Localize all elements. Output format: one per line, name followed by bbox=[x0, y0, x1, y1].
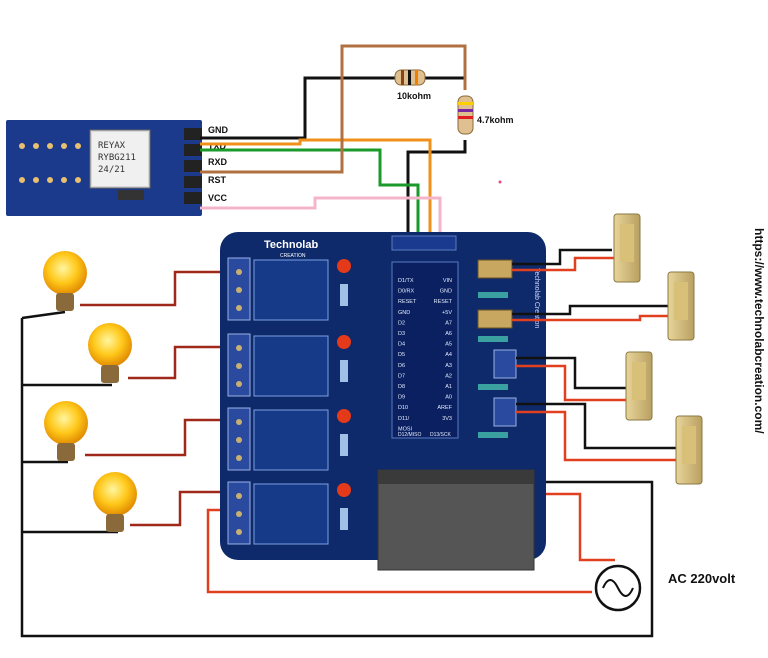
bulb-4 bbox=[93, 472, 137, 532]
zigbee-module: REYAX RYBG211 24/21 bbox=[6, 120, 202, 216]
board-logo-sub: CREATION bbox=[280, 253, 306, 259]
resistor-10k bbox=[394, 69, 426, 86]
module-chip-model: RYBG211 bbox=[98, 153, 136, 163]
pin-right-label: A3 bbox=[445, 363, 452, 369]
bulb-1 bbox=[43, 251, 87, 311]
pin-left-label: D3 bbox=[398, 331, 405, 337]
pin-right-label: RESET bbox=[434, 299, 453, 305]
pin-left-label: D0/RX bbox=[398, 289, 415, 295]
board-logo: Technolab bbox=[264, 239, 318, 251]
gnd-wire bbox=[200, 76, 467, 246]
pin-right-label: A2 bbox=[445, 373, 452, 379]
bulb-3 bbox=[44, 401, 88, 461]
ac-neutral-wires bbox=[20, 310, 654, 638]
resistor-10k-label: 10kohm bbox=[397, 91, 431, 101]
switch-2 bbox=[667, 271, 695, 341]
website-url: https://www.technolabcreation.com/ bbox=[752, 228, 766, 434]
pin-left-label: D11/ bbox=[398, 416, 410, 422]
relay-to-bulb-wires bbox=[80, 270, 228, 527]
pin-left-label: D4 bbox=[398, 342, 405, 348]
pin-left-label: D1/TX bbox=[398, 278, 414, 284]
pin-left-label: GND bbox=[398, 310, 410, 316]
board-side-text: Technolab Creation bbox=[533, 268, 540, 328]
pin-right-label: AREF bbox=[437, 405, 452, 411]
pin-right-label: A6 bbox=[445, 331, 452, 337]
ac-source bbox=[594, 564, 642, 612]
pin-labels: D1/TX D0/RX RESET GND D2D3D4D5D6D7D8D9D10D11… bbox=[398, 278, 453, 438]
pin-bottom-label: D13/SCK bbox=[430, 432, 452, 438]
pin-gnd-label: GND bbox=[208, 125, 229, 135]
pin-left-label: D10 bbox=[398, 405, 408, 411]
pin-left-label: RESET bbox=[398, 299, 417, 305]
pin-right-label: A5 bbox=[445, 342, 452, 348]
pin-left-label: D6 bbox=[398, 363, 405, 369]
ac-label: AC 220volt bbox=[668, 571, 736, 586]
resistor-4-7k bbox=[457, 95, 474, 135]
pin-left-label: D7 bbox=[398, 373, 405, 379]
pin-left-label: D2 bbox=[398, 320, 405, 326]
pin-left-label: MOSI bbox=[398, 426, 413, 432]
pin-right-label: VIN bbox=[443, 278, 452, 284]
rxd-wire bbox=[200, 148, 420, 246]
pin-right-label: A0 bbox=[445, 395, 452, 401]
bulb-2 bbox=[88, 323, 132, 383]
controller-board bbox=[220, 232, 546, 571]
pin-vcc-label: VCC bbox=[208, 193, 228, 203]
pin-left-label: D9 bbox=[398, 395, 405, 401]
module-chip-brand: REYAX bbox=[98, 141, 126, 151]
switch-3 bbox=[625, 351, 653, 421]
pin-rxd-label: RXD bbox=[208, 157, 228, 167]
module-chip-date: 24/21 bbox=[98, 165, 125, 175]
pin-rst-label: RST bbox=[208, 175, 227, 185]
pin-right-label: 3V3 bbox=[442, 416, 452, 422]
pin-left-label: D5 bbox=[398, 352, 405, 358]
pin-left-label: D8 bbox=[398, 384, 405, 390]
switch-4 bbox=[675, 415, 703, 485]
txd-wire bbox=[200, 138, 432, 246]
resistor-4-7k-label: 4.7kohm bbox=[477, 115, 514, 125]
pin-txd-label: TXD bbox=[208, 141, 227, 151]
pin-right-label: +5V bbox=[442, 310, 452, 316]
switch-1 bbox=[613, 213, 641, 283]
rxd-resistor-wire bbox=[200, 44, 467, 174]
pin-right-label: A1 bbox=[445, 384, 452, 390]
pin-right-label: GND bbox=[440, 289, 452, 295]
pin-bottom-label: D12/MISO bbox=[398, 432, 421, 438]
vcc-wire bbox=[200, 196, 442, 246]
pin-right-label: A4 bbox=[445, 352, 452, 358]
pin-right-label: A7 bbox=[445, 320, 452, 326]
switch-wires bbox=[512, 248, 678, 462]
